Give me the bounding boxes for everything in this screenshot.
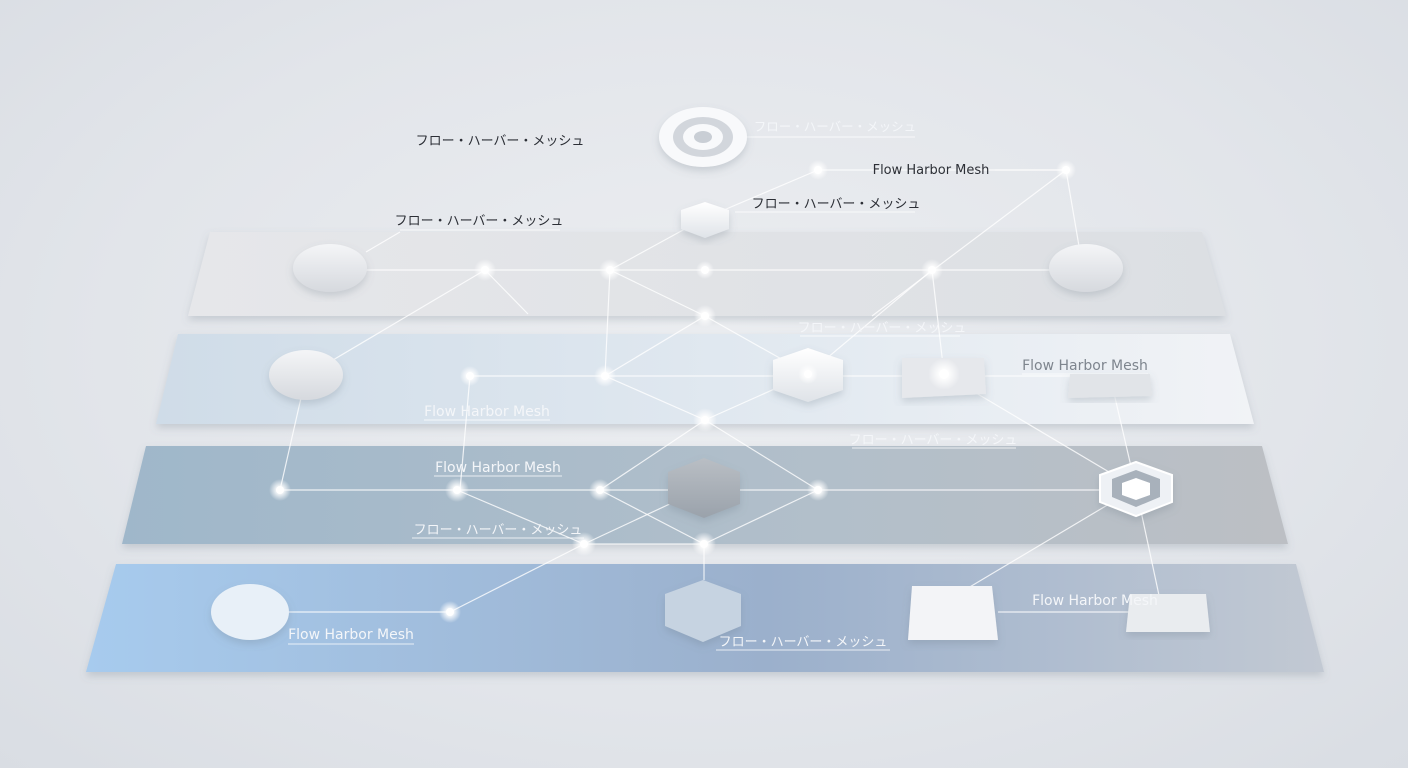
junction-points (269, 160, 1076, 623)
edge (1065, 169, 1081, 253)
layer-2 (156, 334, 1254, 424)
label-top-right: フロー・ハーバー・メッシュ (754, 119, 916, 134)
label-top-left: フロー・ハーバー・メッシュ (416, 134, 585, 149)
label-layer2-center: フロー・ハーバー・メッシュ (798, 321, 967, 336)
junction (445, 478, 469, 502)
edge (456, 489, 585, 545)
label-layer4-right: Flow Harbor Mesh (1032, 593, 1158, 609)
tile-node-layer4-a (908, 586, 998, 640)
junction (474, 259, 496, 281)
tile-node-layer2-b (1068, 374, 1152, 398)
ring-center (694, 131, 712, 143)
junction (460, 366, 480, 386)
layer-2-plate (156, 334, 1254, 424)
junction (921, 259, 943, 281)
hexagon-ring-center (1122, 478, 1150, 500)
edge (365, 231, 401, 253)
junction (594, 365, 616, 387)
edge (305, 269, 486, 377)
edge (459, 375, 471, 491)
junction (696, 261, 714, 279)
label-layer2-right: Flow Harbor Mesh (1022, 358, 1148, 374)
edge (609, 269, 706, 317)
junction (808, 160, 828, 180)
junction (692, 532, 716, 556)
edge (604, 269, 611, 377)
junction (807, 479, 829, 501)
junction (928, 358, 960, 390)
edge (449, 543, 585, 613)
disc-node-layer2-left (269, 350, 343, 400)
edge (599, 419, 706, 491)
junction (599, 259, 621, 281)
junction (1056, 160, 1076, 180)
disc-node-layer1-left (293, 244, 367, 292)
label-layer4-left: Flow Harbor Mesh (288, 627, 414, 643)
label-layer2-left: Flow Harbor Mesh (424, 404, 550, 420)
disc-node-layer4-left (211, 584, 289, 640)
top-hexagon-node (681, 202, 729, 238)
junction (589, 479, 611, 501)
label-layer1-left: フロー・ハーバー・メッシュ (395, 214, 564, 229)
hexagon-node-layer3-center (668, 458, 740, 518)
label-layer3-right: フロー・ハーバー・メッシュ (849, 433, 1018, 448)
label-hex-top: フロー・ハーバー・メッシュ (752, 197, 921, 212)
edge (703, 489, 819, 545)
hexagon-node-layer4-center (665, 580, 741, 642)
label-layer3-left: Flow Harbor Mesh (435, 460, 561, 476)
top-ring-node (659, 107, 747, 167)
junction (798, 364, 818, 384)
edge (604, 375, 706, 421)
tile-node-layer4-b (1126, 594, 1210, 632)
edge (931, 269, 945, 375)
junction (693, 408, 717, 432)
label-layer4-center: フロー・ハーバー・メッシュ (719, 635, 888, 650)
junction (694, 305, 716, 327)
edge (599, 489, 705, 545)
label-underlines (288, 136, 1148, 651)
edge (604, 315, 706, 377)
junction (269, 479, 291, 501)
edge (871, 169, 1067, 317)
text-labels: フロー・ハーバー・メッシュ フロー・ハーバー・メッシュ Flow Harbor … (288, 119, 1158, 650)
junction (439, 601, 461, 623)
disc-node-layer1-right (1049, 244, 1123, 292)
label-layer3-bottom: フロー・ハーバー・メッシュ (414, 523, 583, 538)
label-flow-top: Flow Harbor Mesh (873, 163, 990, 178)
edge (704, 419, 819, 491)
junction (572, 532, 596, 556)
